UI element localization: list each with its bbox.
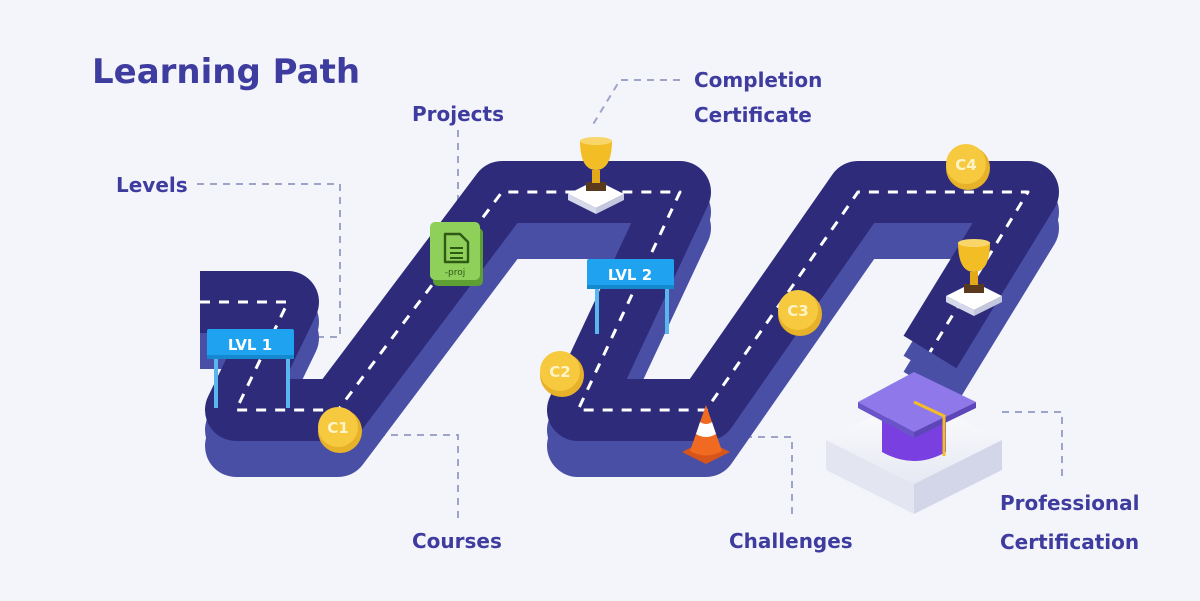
project-file-icon: -proj	[430, 222, 483, 286]
leader-lines	[197, 79, 1063, 520]
label-professional-line2: Certification	[1000, 530, 1140, 554]
page-title: Learning Path	[92, 52, 361, 92]
label-completion-line2: Certificate	[694, 103, 812, 127]
trophy-icon	[568, 137, 624, 214]
coin-c3: C3	[778, 290, 822, 336]
sign-lvl1: LVL 1	[207, 329, 294, 408]
label-challenges: Challenges	[729, 529, 853, 553]
sign-lvl1-label: LVL 1	[228, 336, 272, 354]
coin-c4: C4	[946, 144, 990, 190]
label-projects: Projects	[412, 102, 505, 126]
label-courses: Courses	[412, 529, 502, 553]
graduation-cap-icon	[826, 372, 1002, 514]
coin-c1-label: C1	[327, 419, 348, 437]
leader-levels	[197, 183, 341, 338]
trophy-icon-2	[946, 239, 1002, 316]
project-file-ext: -proj	[445, 268, 465, 278]
label-professional-line1: Professional	[1000, 491, 1140, 515]
coin-c2-label: C2	[549, 363, 570, 381]
label-levels: Levels	[116, 173, 188, 197]
label-completion-line1: Completion	[694, 68, 823, 92]
coin-c4-label: C4	[955, 156, 976, 174]
leader-completion	[591, 79, 680, 127]
traffic-cone-icon	[682, 405, 730, 464]
sign-lvl2: LVL 2	[587, 259, 674, 334]
leader-courses	[365, 434, 459, 520]
leader-professional	[1002, 411, 1063, 478]
road	[200, 161, 1059, 477]
coin-c3-label: C3	[787, 302, 808, 320]
leader-challenges	[732, 436, 793, 520]
coin-c1: C1	[318, 407, 362, 453]
sign-lvl2-label: LVL 2	[608, 266, 652, 284]
coin-c2: C2	[540, 351, 584, 397]
